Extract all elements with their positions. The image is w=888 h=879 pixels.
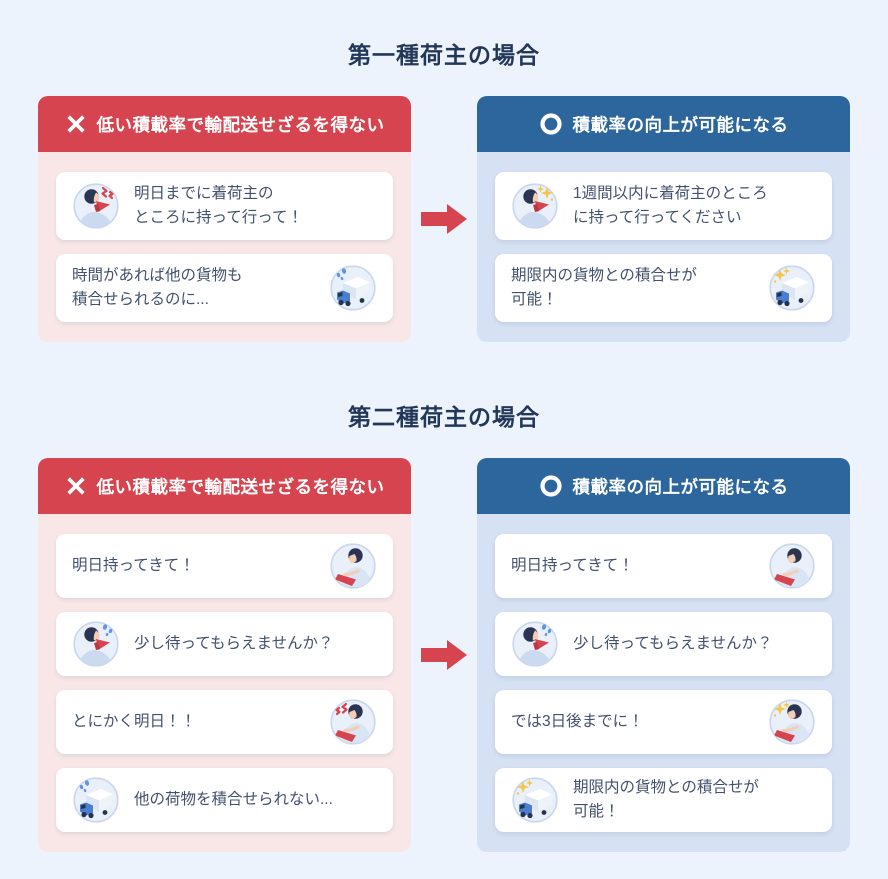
- section-2-title: 第二種荷主の場合: [348, 404, 540, 430]
- bubble-text: 少し待ってもらえませんか？: [573, 634, 773, 652]
- speech-bubble: 明日持ってきて！: [56, 534, 393, 598]
- after-card-body: 明日持ってきて！ 少し待ってもらえませんか？ では3日後までに！: [477, 514, 850, 852]
- transition-arrow: [411, 458, 477, 852]
- megaphone-person-anger-icon: [72, 182, 120, 230]
- clipboard-person-icon: [768, 542, 816, 590]
- after-card-body: 1週間以内に着荷主のところ に持って行ってください 期限内の貨物との積合せが 可…: [477, 152, 850, 342]
- truck-sweat-icon: [329, 264, 377, 312]
- before-card-header: 低い積載率で輸配送せざるを得ない: [38, 458, 411, 514]
- speech-bubble: 明日持ってきて！: [495, 534, 832, 598]
- bubble-text: 期限内の貨物との積合せが 可能！: [511, 266, 697, 308]
- before-header-label: 低い積載率で輸配送せざるを得ない: [96, 114, 385, 135]
- before-card-header: 低い積載率で輸配送せざるを得ない: [38, 96, 411, 152]
- after-card-header: 積載率の向上が可能になる: [477, 458, 850, 514]
- bubble-text: 時間があれば他の貨物も 積合せられるのに...: [72, 266, 243, 308]
- section-1-title: 第一種荷主の場合: [348, 42, 540, 68]
- clipboard-person-icon: [329, 542, 377, 590]
- speech-bubble: 1週間以内に着荷主のところ に持って行ってください: [495, 172, 832, 240]
- before-header-label: 低い積載率で輸配送せざるを得ない: [96, 476, 385, 497]
- section-2-before-card: 低い積載率で輸配送せざるを得ない 明日持ってきて！ 少し待ってもらえませんか？ …: [38, 458, 411, 853]
- truck-sweat-icon: [72, 776, 120, 824]
- circle-icon: [539, 475, 562, 497]
- megaphone-person-sweat-icon: [72, 620, 120, 668]
- x-icon: [66, 115, 85, 133]
- speech-bubble: では3日後までに！: [495, 690, 832, 754]
- megaphone-person-sweat-icon: [511, 620, 559, 668]
- speech-bubble: 明日までに着荷主の ところに持って行って！: [56, 172, 393, 240]
- after-header-label: 積載率の向上が可能になる: [572, 476, 789, 497]
- before-card-body: 明日までに着荷主の ところに持って行って！ 時間があれば他の貨物も 積合せられる…: [38, 152, 411, 342]
- section-1-comparison: 低い積載率で輸配送せざるを得ない 明日までに着荷主の ところに持って行って！ 時…: [0, 96, 888, 342]
- after-header-label: 積載率の向上が可能になる: [572, 114, 789, 135]
- arrow-right-icon: [421, 640, 467, 671]
- speech-bubble: とにかく明日！！: [56, 690, 393, 754]
- bubble-text: では3日後までに！: [511, 712, 644, 730]
- x-icon: [66, 477, 85, 495]
- clipboard-person-anger-icon: [329, 698, 377, 746]
- section-1-after-card: 積載率の向上が可能になる 1週間以内に着荷主のところ に持って行ってください 期…: [477, 96, 850, 342]
- section-2-after-card: 積載率の向上が可能になる 明日持ってきて！ 少し待ってもらえませんか？ では3日…: [477, 458, 850, 853]
- bubble-text: 明日持ってきて！: [72, 556, 195, 574]
- bubble-text: 少し待ってもらえませんか？: [134, 634, 334, 652]
- bubble-text: とにかく明日！！: [72, 712, 197, 730]
- after-card-header: 積載率の向上が可能になる: [477, 96, 850, 152]
- section-1-before-card: 低い積載率で輸配送せざるを得ない 明日までに着荷主の ところに持って行って！ 時…: [38, 96, 411, 342]
- bubble-text: 1週間以内に着荷主のところ に持って行ってください: [573, 184, 768, 226]
- megaphone-person-sparkle-icon: [511, 182, 559, 230]
- bubble-text: 明日持ってきて！: [511, 556, 634, 574]
- speech-bubble: 時間があれば他の貨物も 積合せられるのに...: [56, 254, 393, 322]
- speech-bubble: 少し待ってもらえませんか？: [495, 612, 832, 676]
- circle-icon: [539, 113, 562, 135]
- speech-bubble: 期限内の貨物との積合せが 可能！: [495, 254, 832, 322]
- arrow-right-icon: [421, 204, 467, 234]
- bubble-text: 他の荷物を積合せられない...: [134, 790, 333, 808]
- speech-bubble: 少し待ってもらえませんか？: [56, 612, 393, 676]
- truck-sparkle-icon: [511, 776, 559, 824]
- clipboard-person-sparkle-icon: [768, 698, 816, 746]
- bubble-text: 明日までに着荷主の ところに持って行って！: [134, 184, 303, 226]
- speech-bubble: 他の荷物を積合せられない...: [56, 768, 393, 832]
- before-card-body: 明日持ってきて！ 少し待ってもらえませんか？ とにかく明日！！: [38, 514, 411, 852]
- speech-bubble: 期限内の貨物との積合せが 可能！: [495, 768, 832, 833]
- truck-sparkle-icon: [768, 264, 816, 312]
- transition-arrow: [411, 96, 477, 342]
- section-2-comparison: 低い積載率で輸配送せざるを得ない 明日持ってきて！ 少し待ってもらえませんか？ …: [0, 458, 888, 853]
- bubble-text: 期限内の貨物との積合せが 可能！: [573, 779, 759, 821]
